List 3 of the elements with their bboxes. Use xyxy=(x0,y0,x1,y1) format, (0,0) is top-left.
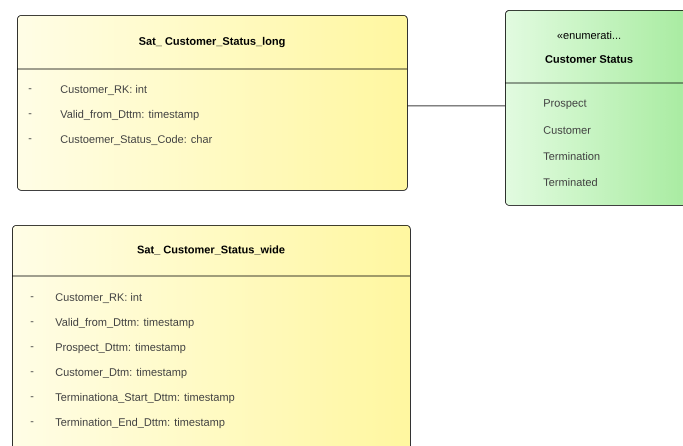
enumeration-box: «enumerati... Customer Status Prospect Customer Termination Terminated xyxy=(504,10,683,206)
class-box: Sat_ Customer_Status_long - Customer_RK: int - Valid_from_Dttm: timestamp - Custoemer_Status_Code: char xyxy=(16,15,408,191)
class-box: Sat_ Customer_Status_wide - Customer_RK: int - Valid_from_Dttm: timestamp - Prospect_Dttm: timestamp - Customer_Dtm: timestamp - Terminationa_Start_Dttm: timestamp - Termination_End_Dttm: timestamp xyxy=(12,225,411,446)
